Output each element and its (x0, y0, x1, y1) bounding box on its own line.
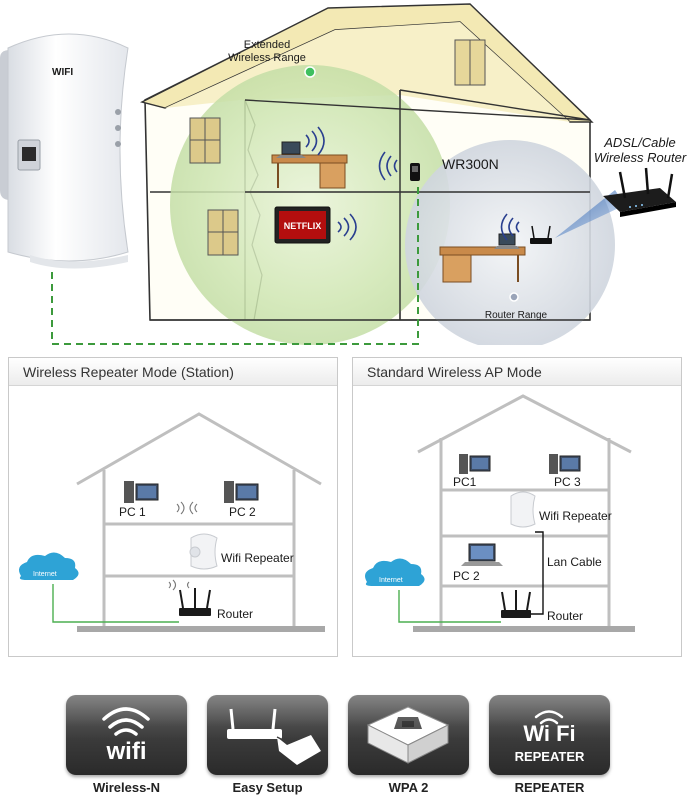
device-logo-text: WIFI (52, 67, 73, 78)
wpa2-lock-icon (366, 706, 450, 764)
netflix-tv: NETFLIX (274, 206, 331, 244)
laptop-pc2-icon (461, 543, 503, 566)
extended-range-label-line2: Wireless Range (228, 52, 306, 64)
internet-cloud-icon (365, 558, 425, 586)
extended-range-label-line1: Extended (244, 39, 290, 51)
ap-pc2-label: PC 2 (453, 569, 480, 583)
ap-mode-panel: Standard Wireless AP Mode PC1 PC 3 Wifi (352, 357, 682, 657)
pc3-icon (549, 454, 581, 474)
router-title-line1: ADSL/Cable (603, 135, 676, 150)
repeater-label: Wifi Repeater (221, 551, 294, 565)
wifi-waves-icon (378, 151, 398, 181)
repeater-pc2-label: PC 2 (229, 505, 256, 519)
repeater-mode-diagram: PC 1 PC 2 Wifi Repeater Router (19, 412, 325, 632)
wr300n-plug-device (410, 163, 420, 181)
wr300n-label: WR300N (442, 156, 499, 172)
repeater-mode-panel: Wireless Repeater Mode (Station) PC 1 PC… (8, 357, 338, 657)
feature-label-wireless-n: Wireless-N (92, 780, 161, 795)
repeater-badge-line1: Wi Fi (523, 721, 575, 746)
upstairs-desk-pc (271, 141, 348, 189)
internet-label: Internet (33, 571, 57, 578)
ap-pc3-label: PC 3 (554, 475, 581, 489)
router-icon (501, 590, 531, 618)
pc2-icon (224, 481, 259, 503)
feature-label-easy-setup: Easy Setup (232, 780, 303, 795)
router-title-line2: Wireless Router (594, 150, 687, 165)
repeater-device-icon (510, 491, 536, 528)
feature-easy-setup (207, 695, 328, 775)
house-network-illustration: NETFLIX WR300N ADSL/Cable Wirel (0, 3, 687, 345)
router-range-marker (509, 292, 519, 302)
pc1-icon (459, 454, 491, 474)
router-signal-beam (555, 190, 625, 238)
repeater-pc1-label: PC 1 (119, 505, 146, 519)
ap-internet-label: Internet (379, 577, 403, 584)
pc1-icon (124, 481, 159, 503)
repeater-placement-link (51, 185, 419, 345)
window-upper (189, 117, 221, 164)
easy-setup-icon (227, 708, 321, 765)
wifi-repeater-product (0, 33, 129, 269)
lan-cable-line (531, 531, 544, 615)
wifi-waves-icon (305, 126, 325, 156)
feature-wireless-n: wifi (66, 695, 187, 775)
adsl-router-device (603, 167, 676, 217)
feature-repeater: Wi Fi REPEATER (489, 695, 610, 775)
ap-mode-title: Standard Wireless AP Mode (353, 358, 681, 386)
ap-pc1-label: PC1 (453, 475, 477, 489)
repeater-device-icon (189, 533, 218, 570)
internet-link-line (52, 584, 179, 623)
feature-label-repeater: REPEATER (514, 780, 585, 795)
feature-wpa2 (348, 695, 469, 775)
router-label: Router (217, 607, 253, 621)
lan-cable-label: Lan Cable (547, 555, 602, 569)
feature-label-wpa2: WPA 2 (388, 780, 429, 795)
ap-mode-diagram: PC1 PC 3 Wifi Repeater PC 2 Lan Cable Ro… (365, 394, 635, 632)
downstairs-desk-pc (439, 225, 552, 283)
repeater-badge-line2: REPEATER (515, 749, 585, 764)
extended-range-marker (304, 66, 316, 78)
wifi-badge-text: wifi (106, 738, 147, 765)
repeater-mode-title: Wireless Repeater Mode (Station) (9, 358, 337, 386)
internet-cloud-icon (19, 552, 79, 580)
wifi-waves-icon (337, 213, 357, 241)
wifi-repeater-icon: Wi Fi REPEATER (515, 710, 585, 764)
extended-range-zone (170, 65, 450, 345)
router-icon (179, 588, 211, 616)
wifi-signal-icon (176, 501, 198, 515)
ap-router-label: Router (547, 609, 583, 623)
ap-repeater-label: Wifi Repeater (539, 509, 612, 523)
wifi-waves-icon (500, 213, 520, 241)
wifi-signal-icon (168, 579, 190, 591)
router-range-label: Router Range (485, 310, 548, 321)
wifi-logo-icon: wifi (102, 707, 150, 765)
tv-brand-text: NETFLIX (284, 221, 322, 231)
window-lower (207, 209, 239, 256)
ap-internet-link-line (398, 590, 501, 623)
